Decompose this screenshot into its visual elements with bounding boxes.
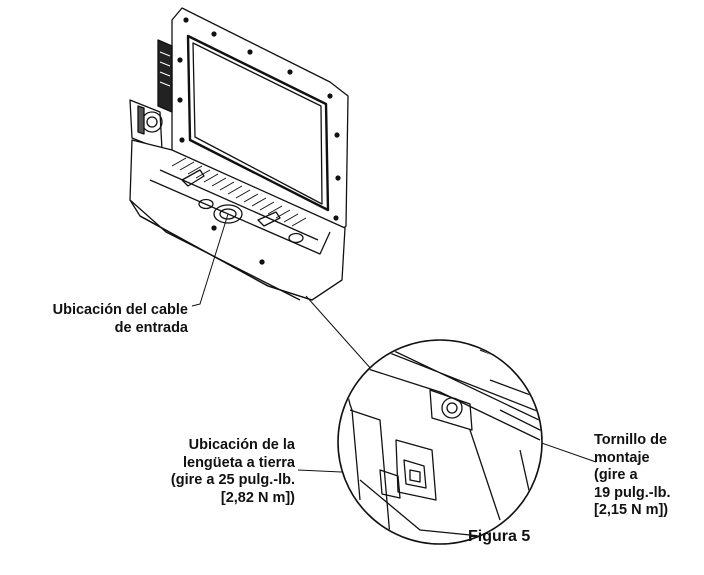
figure-caption: Figura 5 bbox=[468, 528, 531, 545]
mounting-screw-label: Tornillo de montaje (gire a 19 pulg.-lb.… bbox=[594, 432, 671, 518]
side-label-block bbox=[157, 39, 173, 113]
housing-body bbox=[129, 139, 346, 301]
cable-location-label: Ubicación del cable de entrada bbox=[52, 302, 188, 336]
mounting-plate bbox=[171, 7, 349, 237]
ground-lug-label: Ubicación de la lengüeta a tierra (gire … bbox=[170, 437, 295, 506]
input-connector bbox=[129, 99, 163, 151]
detail-circle bbox=[337, 339, 543, 545]
